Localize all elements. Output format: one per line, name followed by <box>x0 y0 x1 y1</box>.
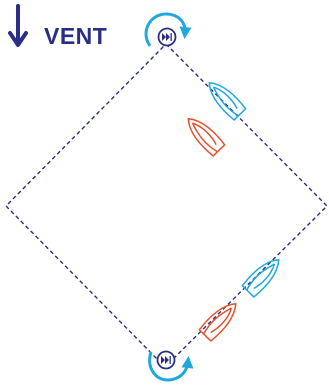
fast-forward-icon <box>161 356 171 364</box>
course-diamond <box>5 43 328 368</box>
fast-forward-icon <box>162 33 172 41</box>
blue-boat-lower <box>241 258 280 298</box>
red-boat-lower <box>198 302 237 342</box>
red-boat-upper <box>187 117 226 157</box>
rotation-arrow-icon <box>144 12 192 47</box>
rotation-arrow-icon <box>148 351 194 382</box>
bottom-mark[interactable] <box>148 350 194 382</box>
blue-boat-upper <box>208 81 247 121</box>
top-mark[interactable] <box>144 12 192 47</box>
down-arrow-icon <box>8 4 28 47</box>
wind-label: VENT <box>44 23 108 49</box>
